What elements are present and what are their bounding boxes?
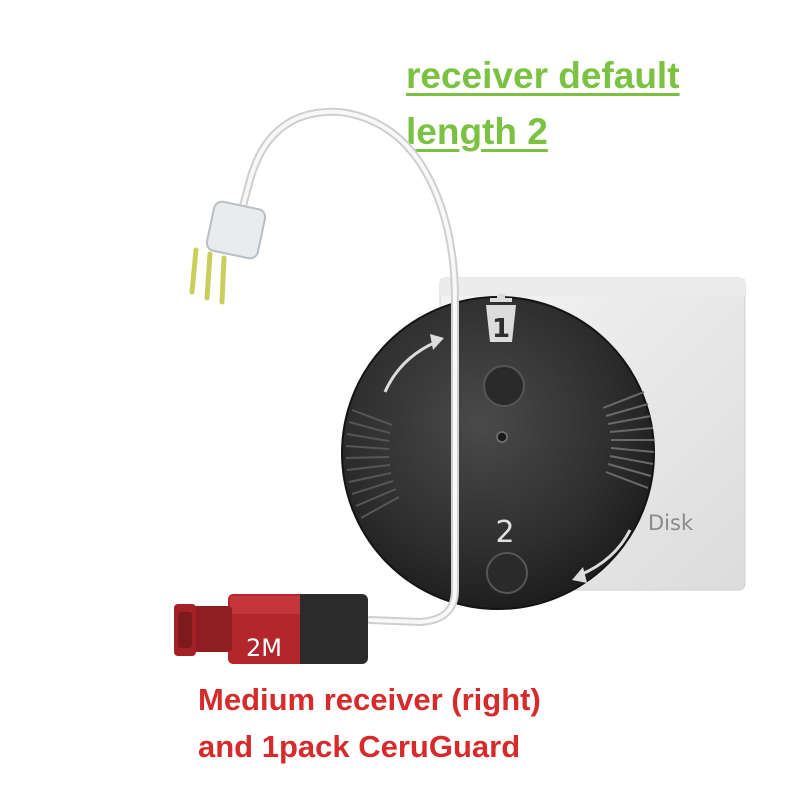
center-pin <box>496 431 508 443</box>
receiver-description-caption: Medium receiver (right) and 1pack CeruGu… <box>198 676 618 770</box>
dial-position-2-label: 2 <box>495 515 514 550</box>
trash-position-1-icon: 1 <box>486 294 516 344</box>
medium-receiver: 2M <box>174 594 368 664</box>
connector-pins <box>189 247 227 305</box>
slot-1 <box>483 365 525 407</box>
caption-line-2: length 2 <box>406 111 548 152</box>
dial-grip-left <box>345 409 400 519</box>
box-brand-text: Disk <box>648 511 694 535</box>
caption-line-1: receiver default <box>406 55 680 96</box>
receiver-length-caption: receiver default length 2 <box>406 48 736 160</box>
caption-bottom-line-1: Medium receiver (right) <box>198 682 541 717</box>
dial-position-1-label: 1 <box>492 314 510 344</box>
rotate-arrow-bottom-icon <box>572 529 632 583</box>
receiver-tube <box>238 107 459 627</box>
receiver-size-label: 2M <box>246 634 282 662</box>
ceruguard-dial: 1 2 <box>341 294 655 610</box>
receiver-connector <box>189 200 267 305</box>
caption-bottom-line-2: and 1pack CeruGuard <box>198 729 521 764</box>
dial-grip-right <box>602 391 655 489</box>
rotate-arrow-top-icon <box>383 334 444 393</box>
slot-2 <box>486 552 528 594</box>
